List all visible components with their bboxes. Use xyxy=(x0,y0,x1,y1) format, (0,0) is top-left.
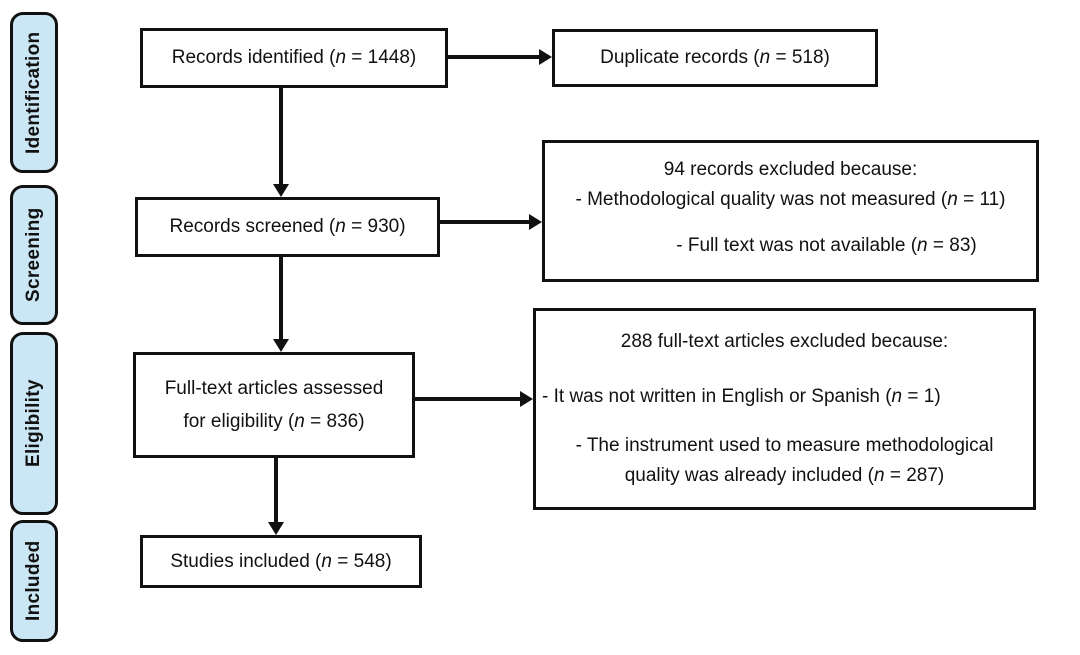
text-pre: - Methodological quality was not measure… xyxy=(575,189,948,210)
text-pre: Studies included ( xyxy=(170,550,322,572)
exclusion-reason: - It was not written in English or Spani… xyxy=(536,382,1033,412)
text-pre: - It was not written in English or Spani… xyxy=(542,386,892,407)
exclusion-reason: - The instrument used to measure methodo… xyxy=(536,431,1033,461)
n-symbol: n xyxy=(321,550,332,572)
text-post: = 83) xyxy=(927,235,977,256)
arrow-line-screened-to-exclusions xyxy=(440,220,529,224)
duplicate-records-box: Duplicate records (n = 518) xyxy=(552,29,878,87)
stage-label-included: Included xyxy=(10,520,58,642)
text-post: = 518) xyxy=(770,47,830,68)
n-symbol: n xyxy=(891,386,903,407)
stage-label-screening: Screening xyxy=(10,185,58,325)
records-identified-box: Records identified (n = 1448) xyxy=(140,28,448,88)
arrow-line-identified-to-screened xyxy=(279,88,283,184)
n-symbol: n xyxy=(759,47,771,68)
text-post: = 930) xyxy=(345,216,406,237)
arrow-head-assessed-to-included xyxy=(268,522,284,535)
arrow-head-identified-to-duplicates xyxy=(539,49,552,65)
arrow-head-screened-to-exclusions xyxy=(529,214,542,230)
exclusion-reason: - Full text was not available (n = 83) xyxy=(581,231,1072,261)
n-symbol: n xyxy=(947,189,958,210)
box-text-line: Duplicate records (n = 518) xyxy=(600,43,830,73)
arrow-head-assessed-to-exclusions xyxy=(520,391,533,407)
text-post: = 548) xyxy=(331,550,392,572)
arrow-line-assessed-to-included xyxy=(274,458,278,522)
n-symbol: n xyxy=(335,216,346,237)
text-pre: Records identified ( xyxy=(171,47,336,68)
box-text-line: Records screened (n = 930) xyxy=(169,212,405,242)
stage-label-identification: Identification xyxy=(10,12,58,173)
n-symbol: n xyxy=(873,465,885,486)
spacer xyxy=(545,215,1036,231)
stage-label-text: Screening xyxy=(23,207,44,303)
spacer xyxy=(536,357,1033,382)
stage-label-text: Included xyxy=(23,540,44,622)
text-pre: Duplicate records ( xyxy=(600,47,760,68)
box-text-line: Full-text articles assessed xyxy=(165,372,384,405)
exclusion-title: 94 records excluded because: xyxy=(545,155,1036,185)
arrow-head-identified-to-screened xyxy=(273,184,289,197)
text-post: = 1448) xyxy=(346,47,417,68)
arrow-line-identified-to-duplicates xyxy=(448,55,539,59)
text-pre: for eligibility ( xyxy=(183,411,295,432)
text-post: = 11) xyxy=(957,189,1006,210)
exclusion-title: 288 full-text articles excluded because: xyxy=(536,327,1033,357)
exclusion-reason: - Methodological quality was not measure… xyxy=(545,185,1036,215)
studies-included-box: Studies included (n = 548) xyxy=(140,535,422,588)
box-text-line: Records identified (n = 1448) xyxy=(172,43,417,73)
text-pre: Records screened ( xyxy=(169,216,336,237)
arrow-line-assessed-to-exclusions xyxy=(415,397,520,401)
arrow-line-screened-to-assessed xyxy=(279,257,283,339)
exclusion-reason-wrap: quality was already included (n = 287) xyxy=(536,461,1033,491)
title-text: 94 records excluded because: xyxy=(663,159,918,180)
stage-label-text: Eligibility xyxy=(23,379,44,468)
n-symbol: n xyxy=(917,235,928,256)
title-text: 288 full-text articles excluded because: xyxy=(620,331,949,352)
screening-exclusion-box: 94 records excluded because: - Methodolo… xyxy=(542,140,1039,282)
spacer xyxy=(536,412,1033,431)
fulltext-exclusion-box: 288 full-text articles excluded because:… xyxy=(533,308,1036,510)
text-post: = 1) xyxy=(902,386,941,407)
text-pre: - Full text was not available ( xyxy=(676,235,918,256)
fulltext-assessed-box: Full-text articles assessed for eligibil… xyxy=(133,352,415,458)
text-pre: quality was already included ( xyxy=(624,465,874,486)
records-screened-box: Records screened (n = 930) xyxy=(135,197,440,257)
text-post: = 287) xyxy=(884,465,945,486)
box-text-line: Studies included (n = 548) xyxy=(170,547,391,577)
text-line1: Full-text articles assessed xyxy=(164,378,384,399)
n-symbol: n xyxy=(335,47,347,68)
box-text-line: for eligibility (n = 836) xyxy=(183,405,364,438)
n-symbol: n xyxy=(294,411,305,432)
text-post: = 836) xyxy=(304,411,365,432)
arrow-head-screened-to-assessed xyxy=(273,339,289,352)
stage-label-eligibility: Eligibility xyxy=(10,332,58,515)
text-line1: - The instrument used to measure methodo… xyxy=(575,435,994,456)
stage-label-text: Identification xyxy=(23,31,44,154)
